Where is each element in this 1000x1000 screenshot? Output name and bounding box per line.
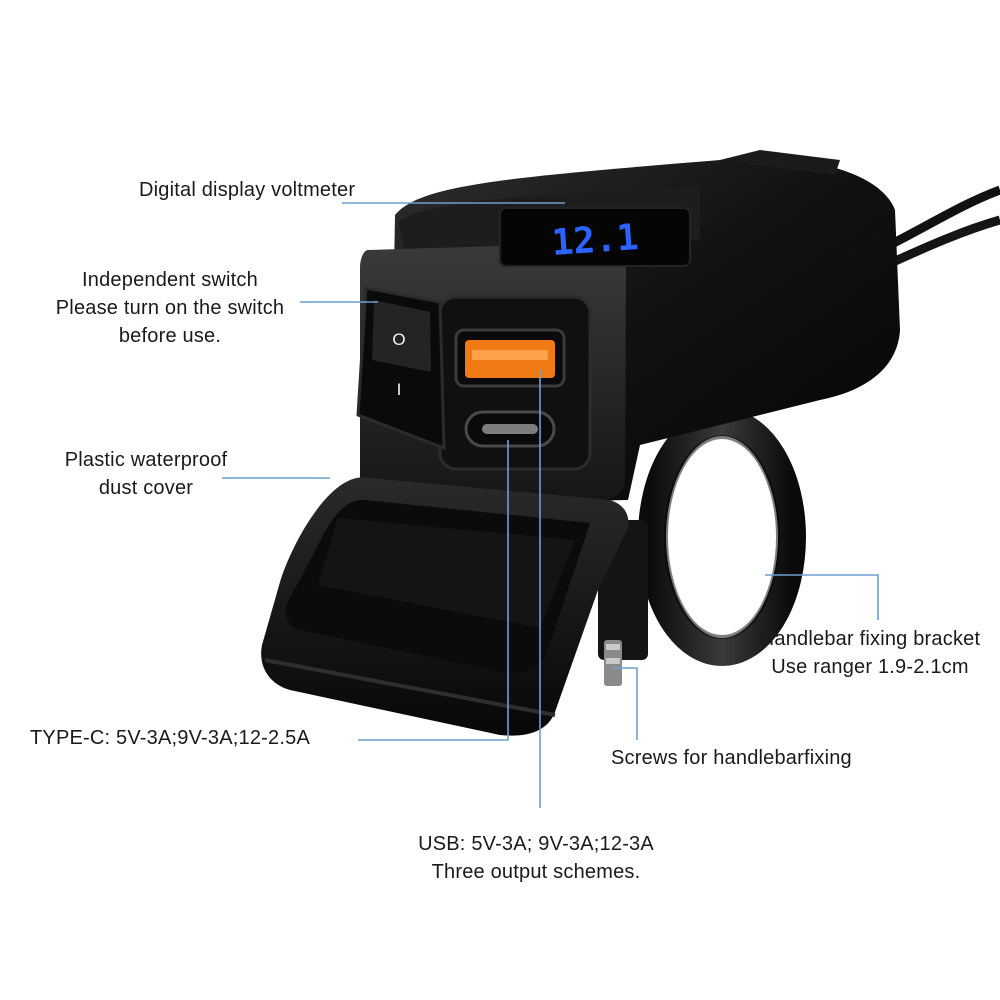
label-typec-text: TYPE-C: 5V-3A;9V-3A;12-2.5A — [30, 727, 310, 749]
callout-screws — [612, 667, 638, 740]
label-cover-line-2: dust cover — [98, 477, 194, 499]
label-usb-line-1: USB: 5V-3A; 9V-3A;12-3A — [418, 833, 654, 855]
label-screws-text: Screws for handlebarfixing — [611, 747, 852, 769]
callout-typec — [358, 440, 509, 741]
label-switch-line-2: Please turn on the switch — [55, 297, 285, 319]
label-cover: Plastic waterproof dust cover — [36, 446, 256, 502]
handlebar-bracket — [638, 408, 806, 666]
label-cover-line-1: Plastic waterproof — [64, 449, 228, 471]
usb-port — [454, 328, 566, 388]
switch-on-mark: I — [397, 380, 402, 399]
rocker-switch: O I — [356, 286, 446, 451]
callout-bracket — [765, 574, 879, 620]
power-cable — [877, 185, 1000, 273]
label-bracket: Handlebar fixing bracket Use ranger 1.9-… — [742, 625, 998, 681]
label-typec: TYPE-C: 5V-3A;9V-3A;12-2.5A — [30, 724, 310, 752]
label-switch-line-3: before use. — [118, 325, 222, 347]
label-switch-line-1: Independent switch — [82, 269, 258, 291]
voltage-reading: 12.1 — [550, 217, 639, 264]
voltmeter-display: 12.1 — [499, 207, 691, 267]
label-voltmeter-text: Digital display voltmeter — [139, 179, 356, 201]
label-usb: USB: 5V-3A; 9V-3A;12-3A Three output sch… — [376, 830, 696, 886]
label-usb-line-2: Three output schemes. — [431, 861, 641, 883]
dust-cover — [261, 477, 629, 736]
label-screws: Screws for handlebarfixing — [611, 744, 852, 772]
label-switch: Independent switch Please turn on the sw… — [20, 266, 320, 350]
callout-lines — [222, 202, 879, 808]
switch-off-mark: O — [392, 330, 405, 349]
label-bracket-line-1: Handlebar fixing bracket — [759, 628, 981, 650]
label-bracket-line-2: Use ranger 1.9-2.1cm — [771, 656, 969, 678]
usb-c-port — [464, 410, 556, 448]
label-voltmeter: Digital display voltmeter — [139, 176, 355, 204]
